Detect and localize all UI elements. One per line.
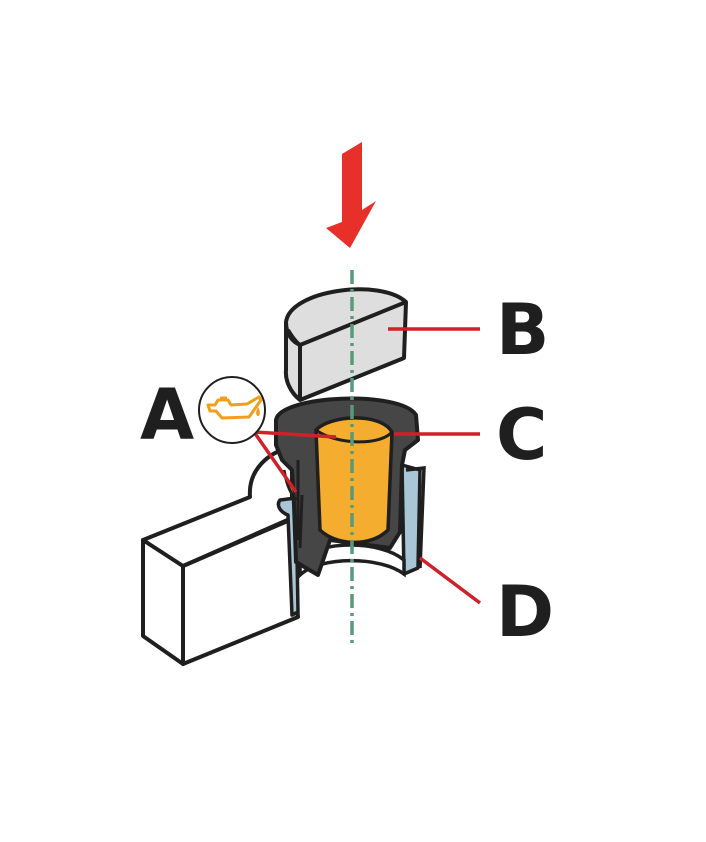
push-down-arrow-icon — [326, 142, 376, 248]
valve-stem-seal — [274, 396, 420, 577]
label-b: B — [496, 289, 550, 371]
label-d: D — [496, 571, 555, 653]
cylinder-head-block — [141, 445, 300, 666]
oil-film — [314, 416, 394, 545]
label-a: A — [140, 374, 195, 456]
valve-cap — [283, 287, 408, 402]
leader-a-upper — [253, 430, 337, 439]
leader-d — [418, 556, 482, 605]
oil-can-icon — [198, 376, 266, 444]
leader-a-lower — [252, 430, 298, 494]
label-c: C — [496, 394, 548, 476]
